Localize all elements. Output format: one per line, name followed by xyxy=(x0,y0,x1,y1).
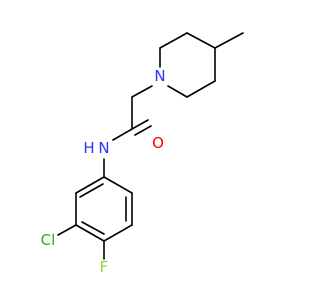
bond-ar-3-4 xyxy=(75,224,105,242)
bonds xyxy=(57,32,244,260)
bond-ring-n-c6 xyxy=(167,85,188,98)
bond-ar-cl xyxy=(57,224,77,236)
bond-ar-3-4-inner xyxy=(81,221,105,235)
bond-carbonyl-o-2 xyxy=(134,125,152,136)
bond-ar-4-5 xyxy=(103,224,133,242)
atom-n-amide: N xyxy=(98,139,109,157)
bond-carbonyl-n xyxy=(112,128,133,141)
bond-ring-c3-c2 xyxy=(159,32,188,49)
atom-o-carbonyl: O xyxy=(152,134,164,152)
bond-ar-1-2-inner xyxy=(79,183,104,198)
molecule-structure: N O N H Cl F xyxy=(41,32,244,276)
bond-n-ch2 xyxy=(131,85,153,98)
bond-methyl xyxy=(214,32,244,49)
atom-n-piperidine: N xyxy=(154,67,165,85)
atom-f: F xyxy=(100,258,109,276)
atom-cl: Cl xyxy=(41,231,56,249)
atom-h-amide: H xyxy=(83,139,94,157)
bond-ring-c6-c5 xyxy=(186,80,216,98)
atom-labels: N O N H Cl F xyxy=(41,67,166,276)
bond-ar-1-2 xyxy=(75,176,105,194)
bond-ring-c4-c3 xyxy=(186,32,216,49)
bond-ar-6-1 xyxy=(103,176,133,194)
bond-carbonyl-o-1 xyxy=(131,119,149,130)
